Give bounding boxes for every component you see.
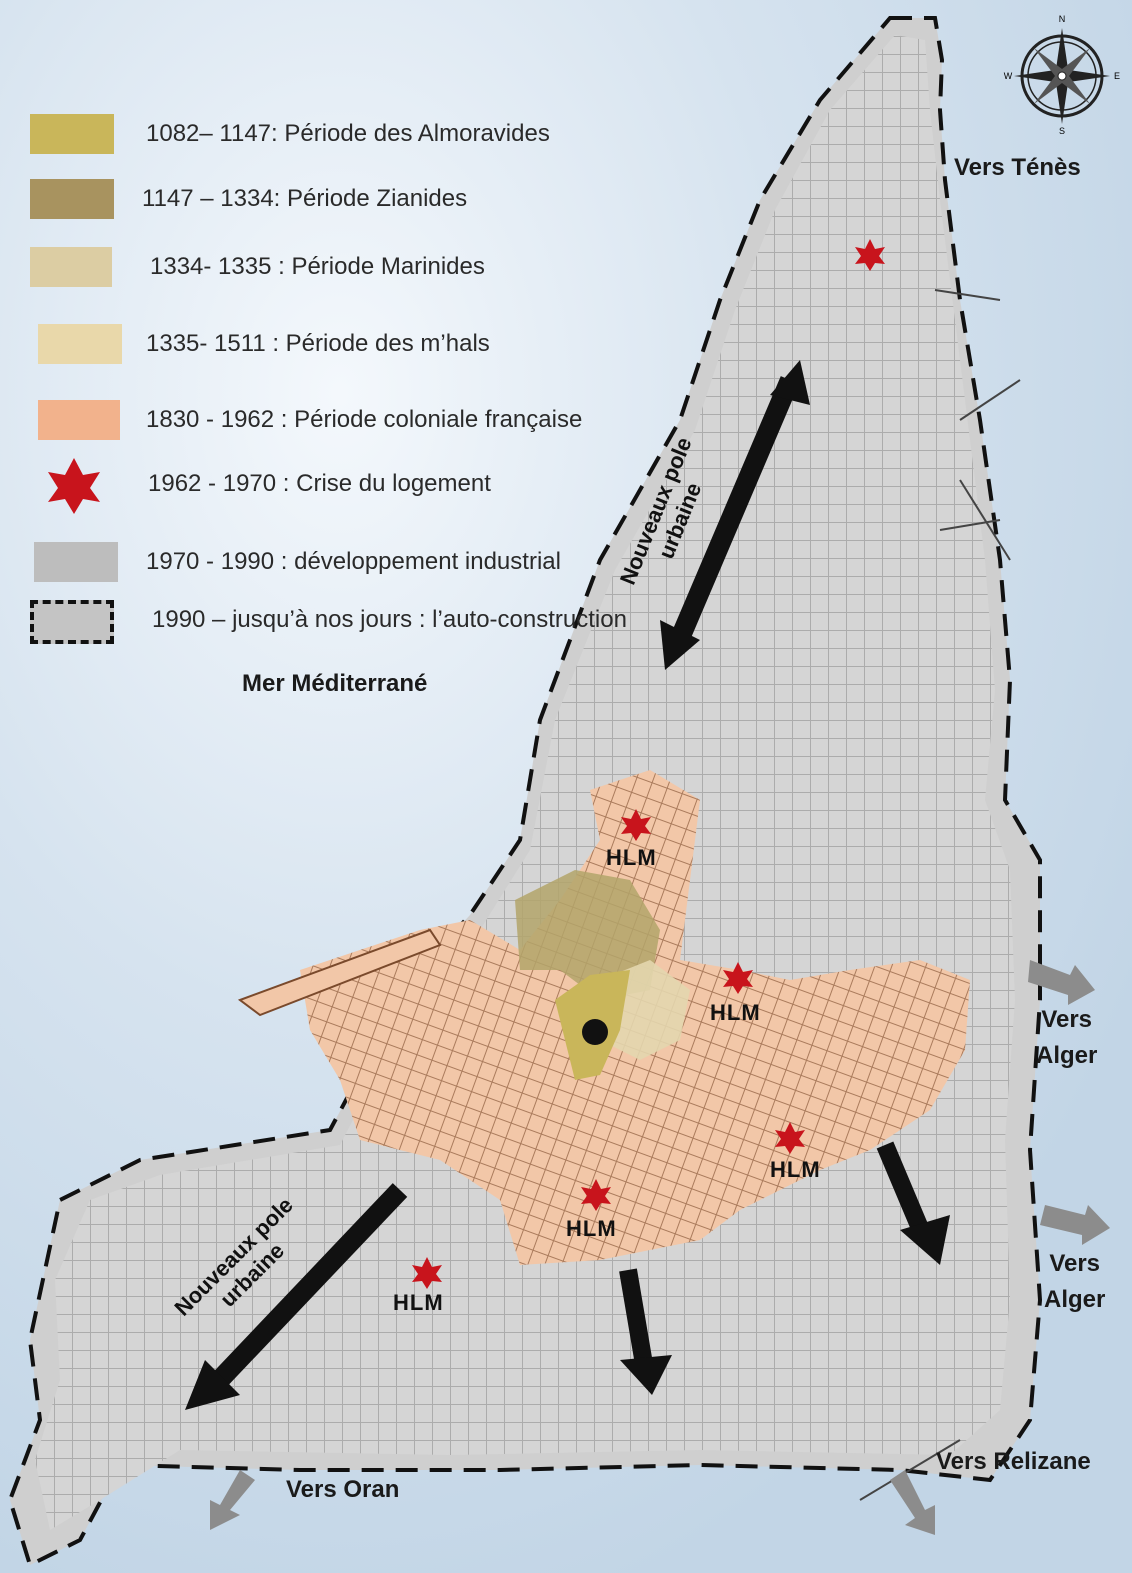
harbor [237,928,442,1017]
legend-item-marinides: 1334- 1335 : Période Marinides [30,243,670,291]
compass-w: W [1004,71,1013,81]
old-town-center [582,1019,608,1045]
legend-swatch [34,542,118,582]
legend-item-autoconstruction: 1990 – jusqu’à nos jours : l’auto-constr… [30,596,670,644]
legend-label: 1970 - 1990 : développement industrial [146,548,561,575]
legend-item-housing-crisis: 1962 - 1970 : Crise du logement [30,458,670,514]
legend-swatch [30,114,114,154]
legend-label: 1962 - 1970 : Crise du logement [148,470,491,497]
alger-label-2: Vers Alger [1044,1250,1106,1313]
star-icon [48,458,100,514]
legend-swatch [38,400,120,440]
zianides-zone [515,870,660,1000]
hlm-label: HLM [393,1290,444,1315]
legend-item-almoravides: 1082– 1147: Période des Almoravides [30,110,670,158]
legend-label: 1990 – jusqu’à nos jours : l’auto-constr… [152,606,627,633]
relizane-label: Vers Relizane [936,1448,1091,1475]
legend-item-colonial: 1830 - 1962 : Période coloniale français… [30,396,670,444]
legend-item-industrial: 1970 - 1990 : développement industrial [30,538,670,586]
hlm-label: HLM [606,845,657,870]
alger-label-1: Vers Alger [1036,1006,1098,1069]
compass-s: S [1059,126,1065,136]
legend-label: 1334- 1335 : Période Marinides [150,253,485,280]
legend-swatch [30,247,112,287]
compass-n: N [1059,14,1066,24]
pole-north-arrow [660,360,810,670]
hlm-label: HLM [710,1000,761,1025]
pole-south-arrow [185,1183,408,1410]
legend-label: 1082– 1147: Période des Almoravides [146,120,550,147]
expansion-arrows [619,1141,950,1395]
housing-crisis-markers [412,239,885,1289]
oran-label: Vers Oran [286,1476,400,1503]
legend-label: 1147 – 1334: Période Zianides [142,185,468,212]
sea-label: Mer Méditerrané [242,670,428,697]
legend-item-mhals: 1335- 1511 : Période des m’hals [30,320,670,368]
compass-e: E [1114,71,1120,81]
exit-arrows [210,960,1110,1535]
hlm-label: HLM [566,1216,617,1241]
legend-item-zianides: 1147 – 1334: Période Zianides [30,175,670,223]
compass-rose-icon [1014,28,1110,124]
legend-swatch [30,179,114,219]
external-roads [859,289,1021,1501]
legend-swatch [38,324,122,364]
hlm-label: HLM [770,1157,821,1182]
tenes-label: Vers Ténès [954,154,1081,181]
legend-swatch [30,600,114,644]
legend-label: 1335- 1511 : Période des m’hals [146,330,490,357]
legend-label: 1830 - 1962 : Période coloniale français… [146,406,583,433]
